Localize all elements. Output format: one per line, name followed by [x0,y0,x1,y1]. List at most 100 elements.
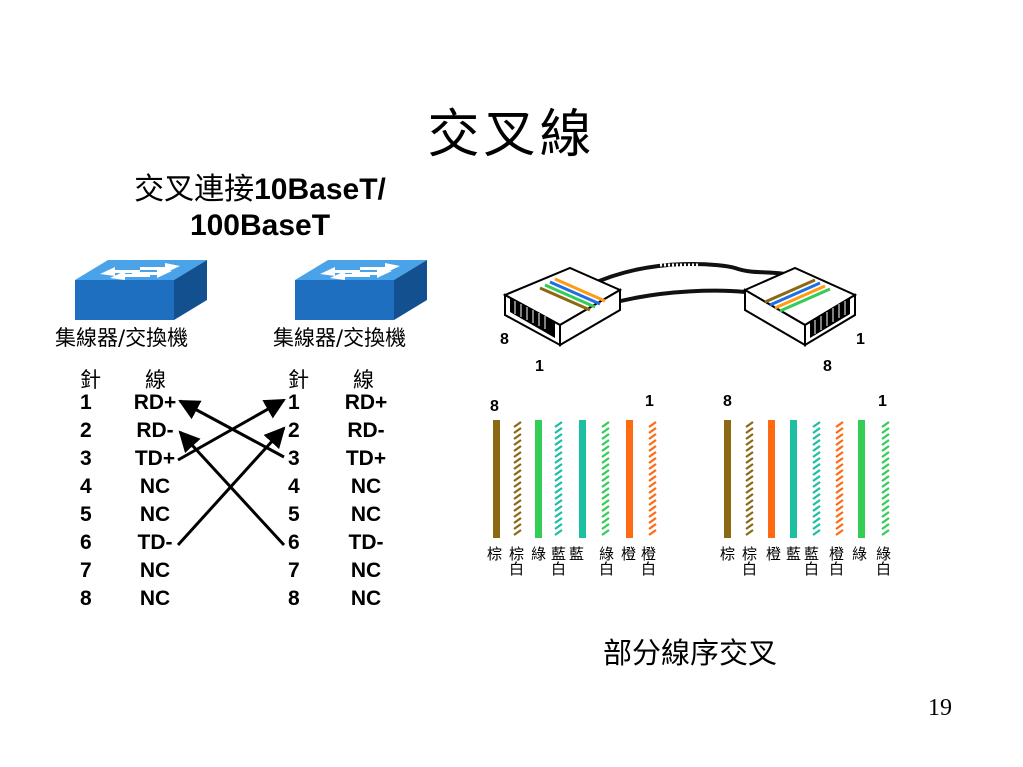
pinout-row: 5 NC [80,501,185,529]
wire-label: 棕 [720,545,736,563]
wire-solid [858,420,865,538]
pin-signal: NC [350,587,382,610]
rj45-plug-left [502,266,623,347]
pinout-row: 5 NC [288,501,396,529]
pin-signal: NC [350,559,382,582]
pin-signal: NC [139,587,171,610]
wiring-labels-a: 棕 棕白 綠 藍白 藍 綠白 橙 橙白 [485,547,665,583]
pin-signal: RD- [136,419,174,442]
wire-label: 棕 [487,545,503,563]
pin-signal: RD+ [344,391,388,414]
cable-right-top-num: 1 [856,331,865,348]
pinout-row: 7 NC [80,557,185,585]
pin-number: 3 [288,447,300,470]
wire-striped [745,421,754,538]
pin-signal: NC [350,503,382,526]
pin-number: 7 [288,559,300,582]
wire-solid [493,420,500,538]
pinout-row: 8 NC [288,585,396,613]
wiring-b-right-num: 1 [878,393,887,410]
pin-number: 2 [288,419,300,442]
wire-striped [601,421,610,538]
wire-solid [579,420,586,538]
wire-label: 橙白 [829,545,845,578]
pin-signal: NC [139,503,171,526]
wire-label: 綠 [852,545,868,563]
wire-solid [724,420,731,538]
pinout-row: 3 TD+ [288,445,396,473]
wire-striped [835,421,844,538]
pin-number: 7 [80,559,92,582]
pin-number: 5 [288,503,300,526]
pin-number: 5 [80,503,92,526]
slide-title: 交叉線 [427,105,596,165]
wire-label: 棕白 [509,545,525,578]
cable-left-bottom-num: 1 [535,358,544,375]
rj45-cable-image [502,261,858,347]
pin-signal: TD+ [345,447,387,470]
pin-signal: NC [350,475,382,498]
page-number: 19 [928,695,952,721]
wire-label: 橙 [621,545,637,563]
cross-line-rd-minus [178,430,286,547]
pin-number: 4 [80,475,92,498]
pin-number: 8 [80,587,92,610]
wire-label: 棕白 [742,545,758,578]
wire-striped [513,421,522,538]
pinout-row: 1 RD+ [288,389,396,417]
pin-signal: TD+ [134,447,176,470]
pin-number: 1 [80,391,92,414]
pin-number: 6 [288,531,300,554]
subtitle-line2: 100BaseT [189,209,331,242]
wire-label: 橙白 [641,545,657,578]
wire-striped [881,421,890,538]
wire-solid [626,420,633,538]
wire-label: 綠白 [599,545,615,578]
pin-header-right: 針 [288,368,309,392]
pinout-row: 6 TD- [288,529,396,557]
pinout-row: 8 NC [80,585,185,613]
pinout-row: 2 RD- [288,417,396,445]
pin-number: 8 [288,587,300,610]
switch-icon [75,260,207,320]
wire-label: 綠白 [876,545,892,578]
subtitle-line1: 10BaseT/ [254,173,386,206]
cable-right-bottom-num: 8 [823,358,832,375]
wire-solid [790,420,797,538]
pinout-row: 4 NC [80,473,185,501]
pin-signal: TD- [348,531,384,554]
wiring-diagram-a [493,420,657,538]
pin-signal: NC [139,475,171,498]
switch-icon [295,260,427,320]
wire-solid [768,420,775,538]
wiring-a-right-num: 1 [645,393,654,410]
wire-label: 藍白 [551,545,567,578]
cross-line-rd-plus [178,399,285,459]
signal-header-right: 線 [353,368,374,392]
hub-label-left: 集線器/交換機 [55,326,189,350]
wiring-labels-b: 棕 棕白 橙 藍 藍白 橙白 綠 綠白 [718,547,898,583]
subtitle-cjk: 交叉連接 [134,172,255,207]
cable-left-top-num: 8 [500,331,509,348]
pin-number: 1 [288,391,300,414]
pin-signal: NC [139,559,171,582]
wire-label: 綠 [531,545,547,563]
wire-striped [648,421,657,538]
pin-header-left: 針 [80,368,101,392]
wiring-a-left-num: 8 [490,398,499,415]
wire-label: 藍 [569,545,585,563]
pin-number: 6 [80,531,92,554]
pin-signal: TD- [137,531,173,554]
wire-label: 藍白 [804,545,820,578]
pinout-row: 7 NC [288,557,396,585]
pin-signal: RD- [347,419,385,442]
signal-header-left: 線 [145,368,166,392]
wire-solid [535,420,542,538]
pin-number: 2 [80,419,92,442]
